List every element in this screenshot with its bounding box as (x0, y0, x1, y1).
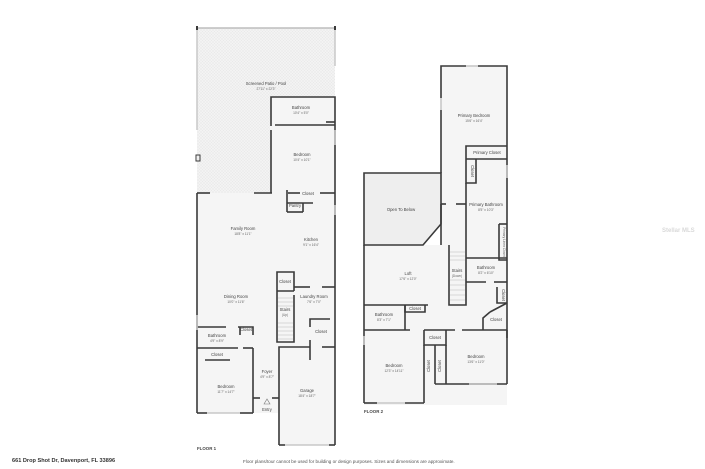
open-to-below-area (363, 172, 442, 246)
svg-text:17'6" x 12'0": 17'6" x 12'0" (399, 277, 416, 281)
svg-text:Primary Bedroom: Primary Bedroom (458, 113, 491, 118)
svg-text:Bathroom: Bathroom (375, 312, 394, 317)
svg-text:Bathroom: Bathroom (477, 265, 496, 270)
svg-text:Bathroom: Bathroom (208, 333, 227, 338)
floor-2-plan: Primary Bedroom 15'6" x 16'4" Primary Cl… (363, 65, 508, 414)
svg-text:12'3" x 14'11": 12'3" x 14'11" (384, 369, 403, 373)
svg-text:Open To Below: Open To Below (387, 207, 416, 212)
disclaimer: Floor plans/tour cannot be used for buil… (243, 459, 455, 464)
watermark: Stellar MLS (662, 228, 695, 234)
svg-text:Garage: Garage (300, 388, 315, 393)
svg-text:Closet: Closet (240, 327, 253, 332)
floor-1-label: FLOOR 1 (197, 446, 217, 451)
svg-text:18'4" x 18'7": 18'4" x 18'7" (298, 394, 315, 398)
svg-text:Closet: Closet (490, 317, 503, 322)
svg-text:9'1" x 16'4": 9'1" x 16'4" (303, 243, 319, 247)
svg-text:8'2" x 6'10": 8'2" x 6'10" (478, 271, 494, 275)
svg-text:Closet: Closet (501, 289, 506, 302)
svg-text:Primary Closet: Primary Closet (473, 150, 501, 155)
svg-text:Bathroom: Bathroom (292, 105, 311, 110)
svg-text:8'5" x 10'3": 8'5" x 10'3" (478, 208, 494, 212)
svg-text:(Down): (Down) (452, 274, 462, 278)
floor-1-plan: Screened Patio / Pool 27'11" x 22'3" Bat… (195, 26, 336, 451)
svg-text:Closet: Closet (211, 352, 224, 357)
svg-text:10'4" x 10'1": 10'4" x 10'1" (293, 158, 310, 162)
svg-text:(Up): (Up) (282, 313, 288, 317)
svg-text:Pantry: Pantry (289, 203, 302, 208)
svg-text:Loft: Loft (405, 271, 413, 276)
svg-text:Closet: Closet (429, 335, 442, 340)
svg-text:Bedroom: Bedroom (468, 354, 486, 359)
svg-text:Closet: Closet (279, 279, 292, 284)
svg-text:Entry: Entry (262, 407, 273, 412)
svg-text:Bedroom: Bedroom (386, 363, 404, 368)
svg-text:Closet: Closet (426, 359, 431, 372)
svg-text:10'0" x 11'6": 10'0" x 11'6" (227, 300, 244, 304)
svg-text:Closet: Closet (470, 165, 475, 178)
entry-arrow-icon (263, 398, 271, 405)
svg-text:Kitchen: Kitchen (304, 237, 319, 242)
svg-text:4'9" x 8'7": 4'9" x 8'7" (260, 375, 274, 379)
svg-text:Primary Linen Closet: Primary Linen Closet (502, 227, 506, 257)
svg-text:Foyer: Foyer (262, 369, 273, 374)
svg-text:Closet: Closet (315, 329, 328, 334)
property-address: 661 Drop Shot Dr, Davenport, FL 33896 (12, 458, 116, 464)
svg-text:Stairs: Stairs (452, 268, 463, 273)
svg-text:27'11" x 22'3": 27'11" x 22'3" (256, 87, 275, 91)
svg-text:10'4" x 5'0": 10'4" x 5'0" (293, 111, 309, 115)
svg-text:4'9" x 8'9": 4'9" x 8'9" (210, 339, 224, 343)
svg-text:11'7" x 14'7": 11'7" x 14'7" (217, 390, 234, 394)
svg-text:Bedroom: Bedroom (294, 152, 312, 157)
svg-text:Closet: Closet (409, 306, 422, 311)
svg-text:Primary Bathroom: Primary Bathroom (469, 202, 503, 207)
svg-text:Bedroom: Bedroom (218, 384, 236, 389)
room-label: Screened Patio / Pool (246, 81, 287, 86)
svg-text:7'6" x 7'0": 7'6" x 7'0" (307, 300, 321, 304)
svg-text:Dining Room: Dining Room (224, 294, 249, 299)
svg-text:Family Room: Family Room (231, 226, 256, 231)
svg-text:Closet: Closet (302, 191, 315, 196)
floor-2-label: FLOOR 2 (364, 409, 384, 414)
svg-text:13'6" x 11'0": 13'6" x 11'0" (467, 360, 484, 364)
svg-text:Closet: Closet (437, 359, 442, 372)
svg-text:Stairs: Stairs (280, 307, 291, 312)
svg-text:18'8" x 11'1": 18'8" x 11'1" (234, 232, 251, 236)
svg-text:15'6" x 16'4": 15'6" x 16'4" (465, 119, 482, 123)
svg-text:8'3" x 7'1": 8'3" x 7'1" (377, 318, 391, 322)
svg-text:Laundry Room: Laundry Room (300, 294, 328, 299)
